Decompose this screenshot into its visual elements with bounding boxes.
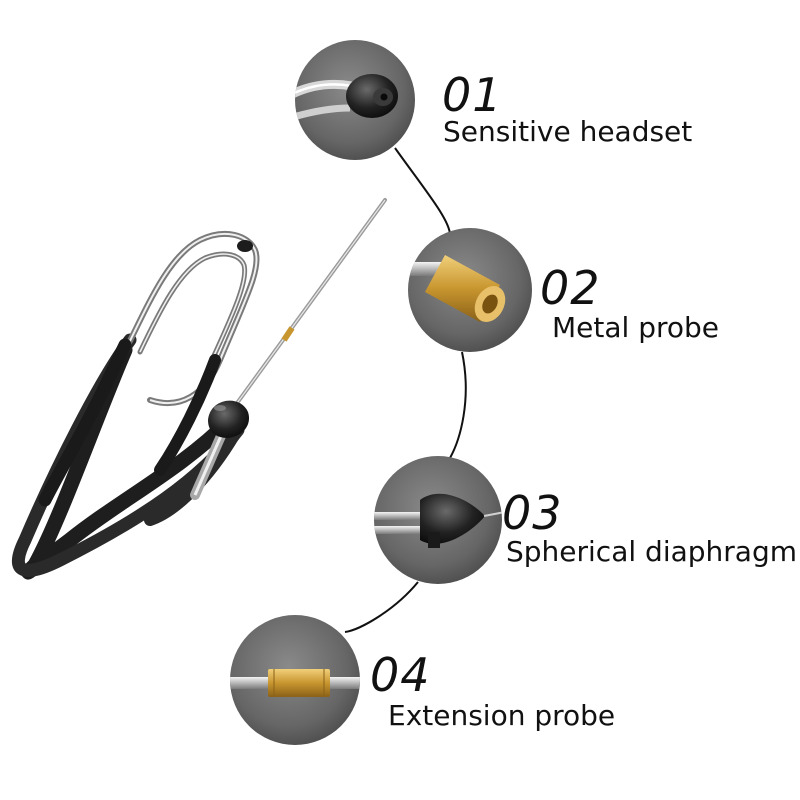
detail-circle-headset — [295, 40, 415, 160]
feature-label-headset: Sensitive headset — [443, 115, 693, 148]
feature-number-02: 02 — [540, 261, 601, 315]
feature-label-diaphragm: Spherical diaphragm — [506, 535, 797, 568]
detail-circle-diaphragm — [374, 456, 502, 584]
detail-circle-metal-probe — [408, 228, 532, 352]
connector-line — [344, 147, 467, 633]
feature-label-extension-probe: Extension probe — [388, 699, 616, 732]
detail-circle-extension-probe — [230, 615, 360, 745]
feature-number-03: 03 — [502, 486, 563, 540]
stethoscope — [11, 198, 387, 580]
feature-number-01: 01 — [442, 68, 503, 122]
feature-label-metal-probe: Metal probe — [552, 311, 720, 344]
feature-number-04: 04 — [370, 648, 431, 702]
